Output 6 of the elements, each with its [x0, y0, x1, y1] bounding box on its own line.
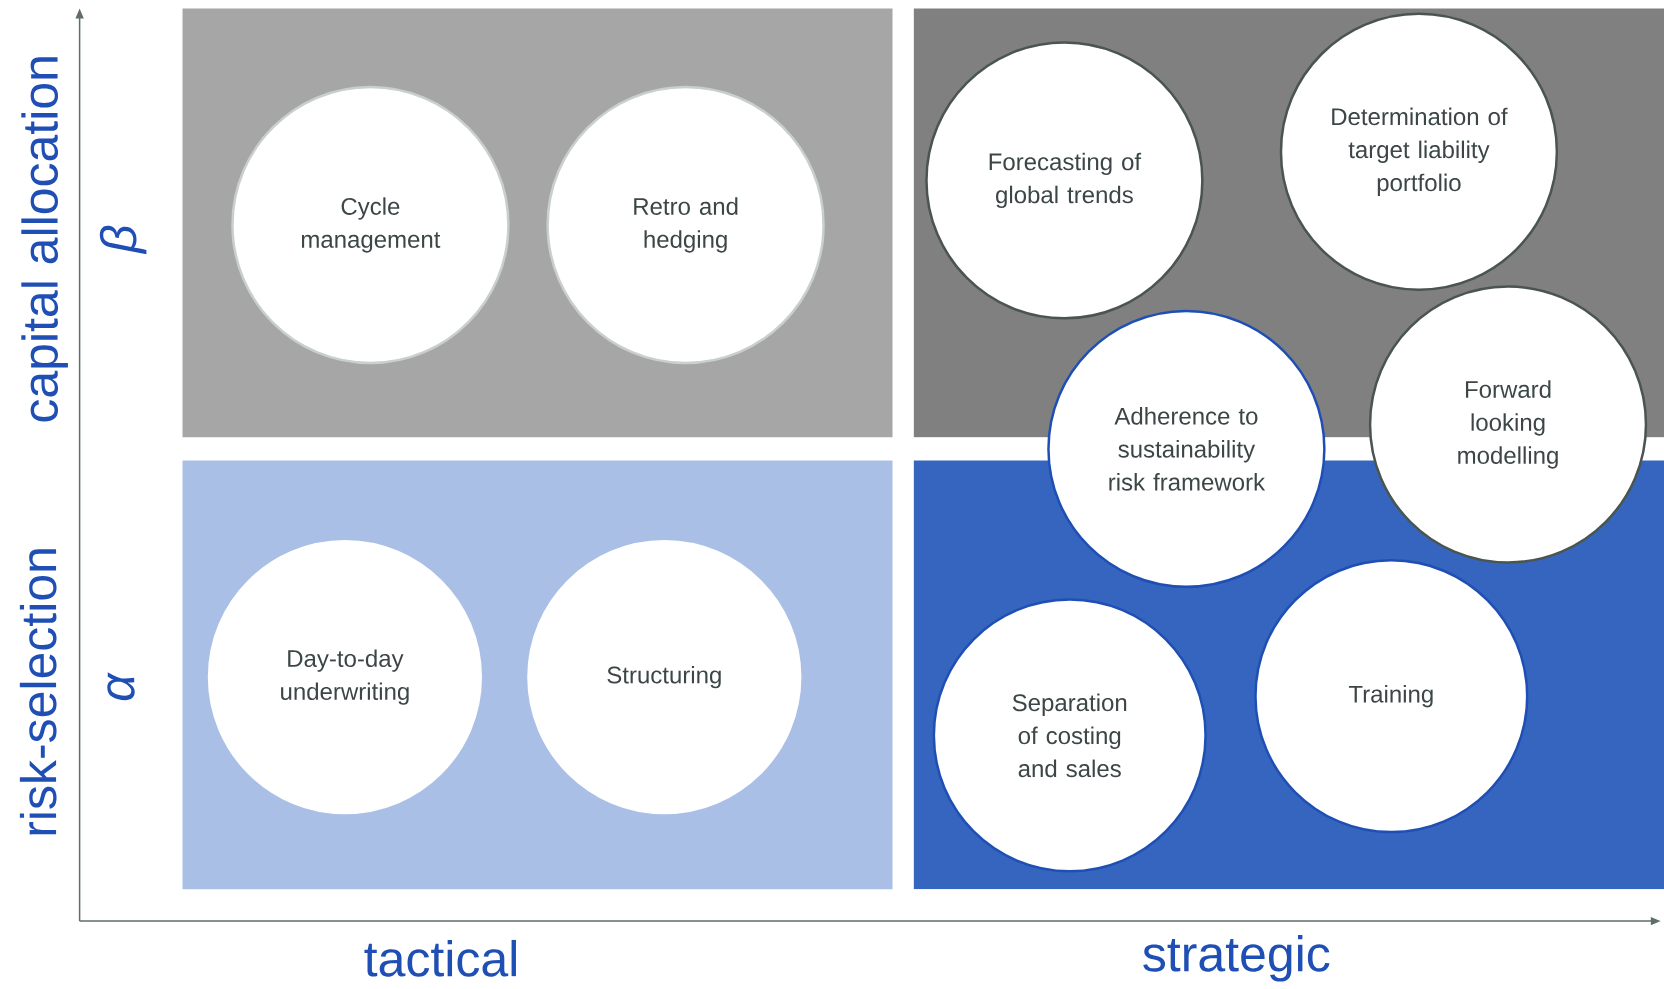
axis-label: tactical — [364, 939, 516, 977]
axis-label: strategic — [1143, 935, 1330, 982]
axis-label: capital allocation — [21, 57, 68, 422]
axis-label: risk-selection — [19, 549, 57, 835]
axis-label: β — [99, 225, 147, 255]
axis-label: α — [107, 672, 135, 701]
